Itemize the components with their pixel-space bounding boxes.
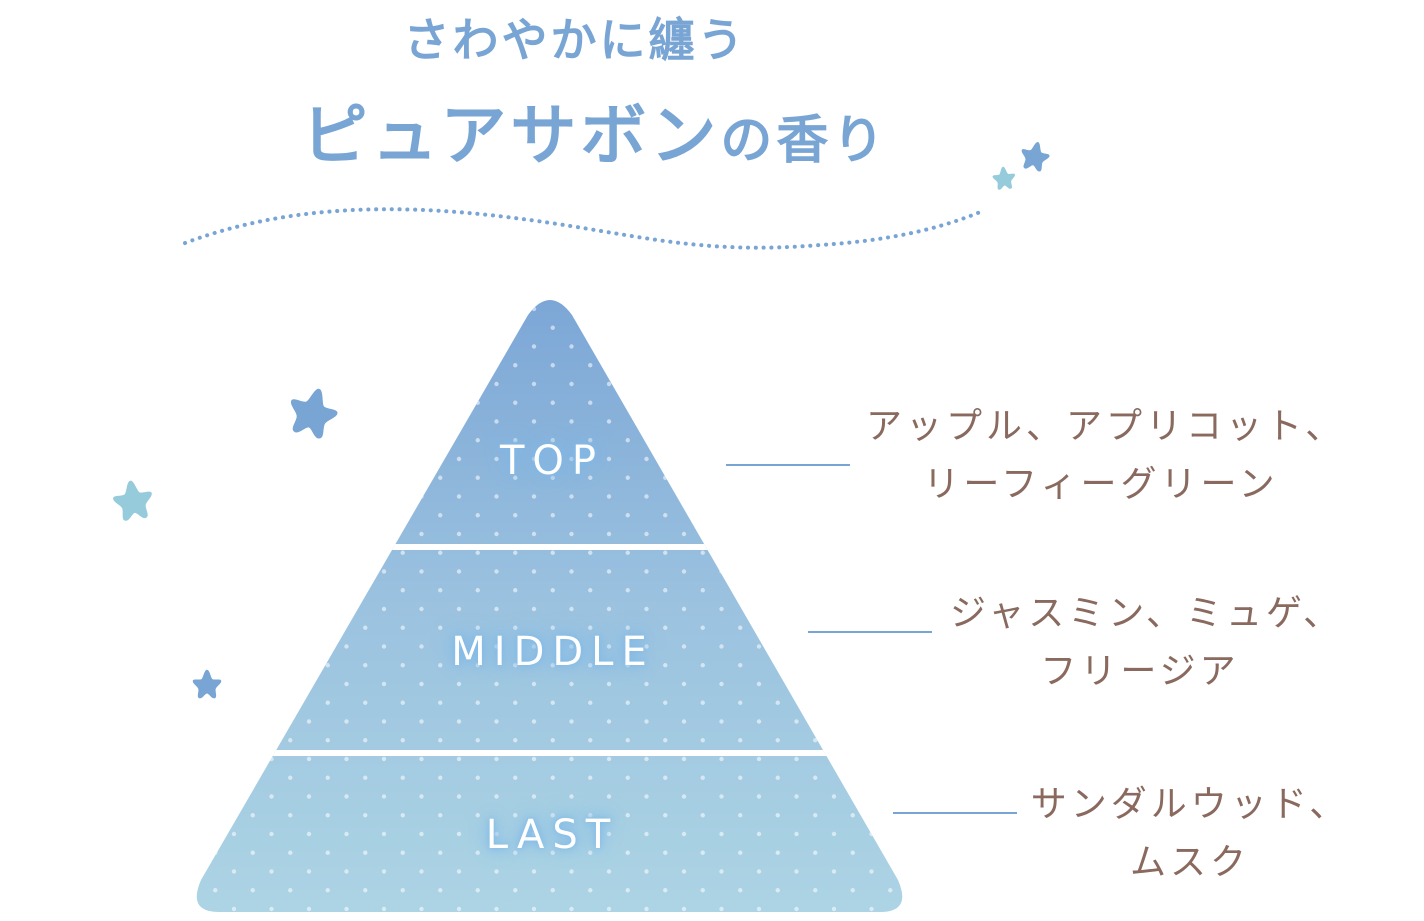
star-icon [1021,142,1050,172]
notes-top-line1: アップル、アプリコット、 [866,406,1346,447]
tier-label-middle: MIDDLE [451,629,655,675]
title-main-suffix: の香り [720,111,889,171]
connector-line-last [893,812,1017,814]
connector-line-middle [808,631,932,633]
star-icon [113,480,152,521]
notes-last: サンダルウッド、 ムスク [1030,776,1350,892]
connector-line-top [726,464,850,466]
subtitle: さわやかに纏う [403,13,747,67]
star-icon [290,388,338,439]
tier-label-last: LAST [485,812,619,858]
notes-last-line2: ムスク [1129,842,1250,883]
dotted-wave-line [183,207,987,250]
notes-top: アップル、アプリコット、 リーフィーグリーン [866,398,1346,514]
star-icon [992,166,1016,190]
tier-label-top: TOP [499,438,605,484]
notes-middle: ジャスミン、ミュゲ、 フリージア [950,585,1344,701]
notes-last-line1: サンダルウッド、 [1030,784,1350,825]
star-icon [192,669,222,699]
notes-top-line2: リーフィーグリーン [923,464,1279,505]
page-title: ピュアサボンの香り [0,82,1190,178]
title-main-text: ピュアサボン [301,97,721,174]
notes-middle-line2: フリージア [1040,651,1240,692]
notes-middle-line1: ジャスミン、ミュゲ、 [950,593,1344,634]
tier-divider [196,544,903,550]
tier-divider [196,750,903,756]
